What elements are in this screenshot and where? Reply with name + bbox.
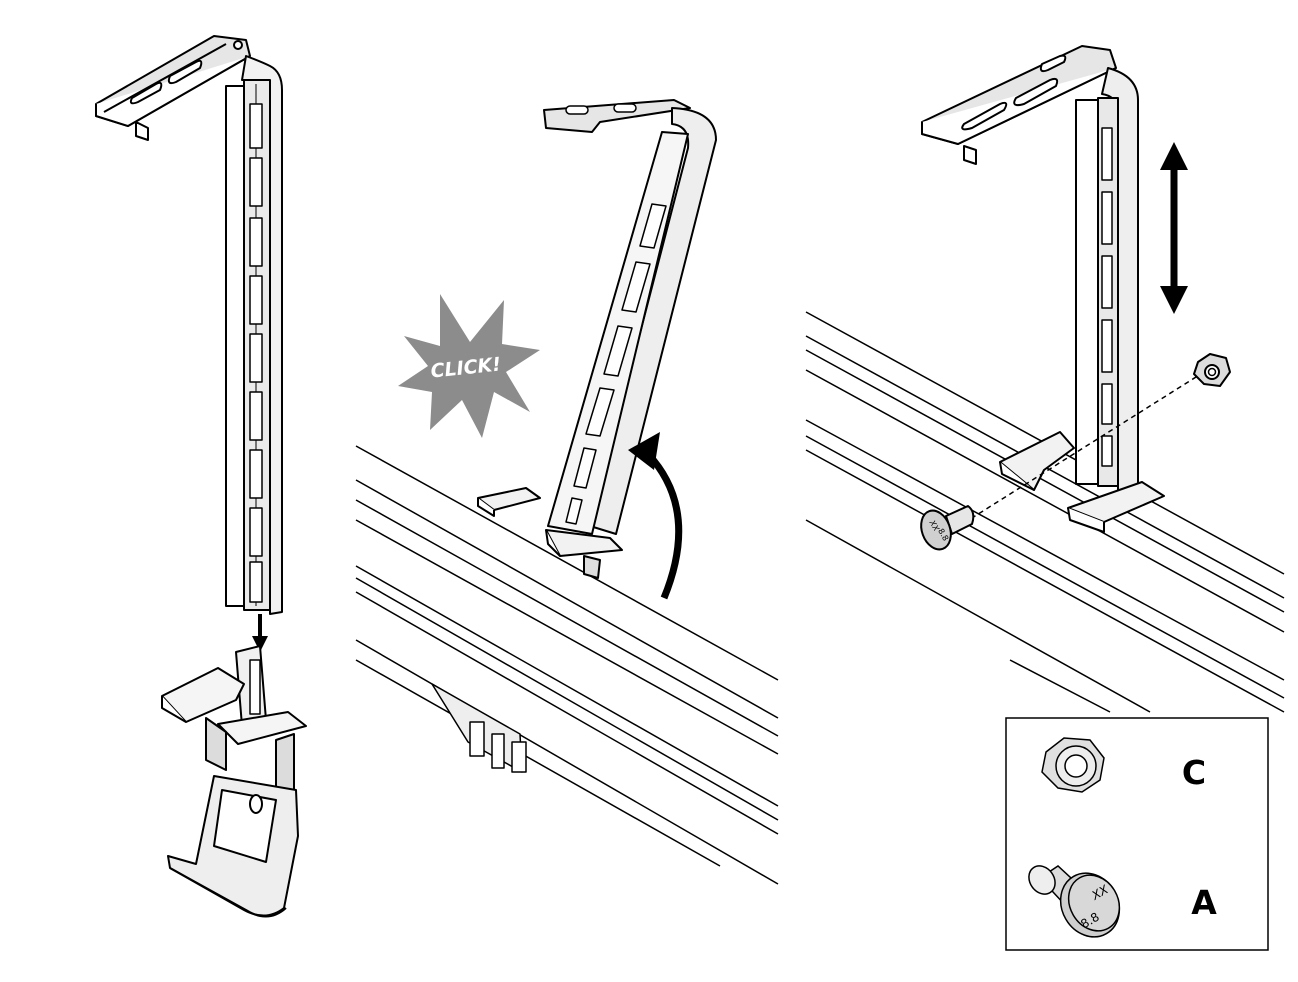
legend-bolt-icon — [1028, 865, 1121, 938]
step1-clip-base — [161, 645, 307, 918]
step2-rail — [355, 445, 779, 885]
step3-vertical-strut — [1075, 67, 1139, 495]
legend-letter-a: A — [1191, 883, 1217, 922]
step3-panel: XX 8.8 — [805, 45, 1285, 713]
rotate-arrow — [628, 432, 683, 600]
step1-top-channel — [95, 35, 251, 141]
step3-nut — [1193, 353, 1231, 387]
click-starburst: CLICK! — [398, 294, 540, 438]
step1-strut-slots — [249, 103, 263, 603]
step2-underside-clip — [431, 683, 527, 773]
step1-panel — [95, 35, 307, 918]
step3-clip — [999, 431, 1165, 533]
bolt-axis-line — [955, 371, 1205, 529]
step2-tilted-strut — [543, 99, 717, 535]
step3-top-channel — [921, 45, 1117, 165]
step2-clip — [477, 487, 623, 579]
legend-letter-c: C — [1182, 753, 1206, 792]
legend-nut-icon — [1041, 737, 1105, 793]
step3-bolt: XX 8.8 — [920, 505, 975, 551]
parts-legend: C XX 8.8 A — [1005, 717, 1269, 951]
step2-panel: CLICK! — [355, 99, 779, 885]
